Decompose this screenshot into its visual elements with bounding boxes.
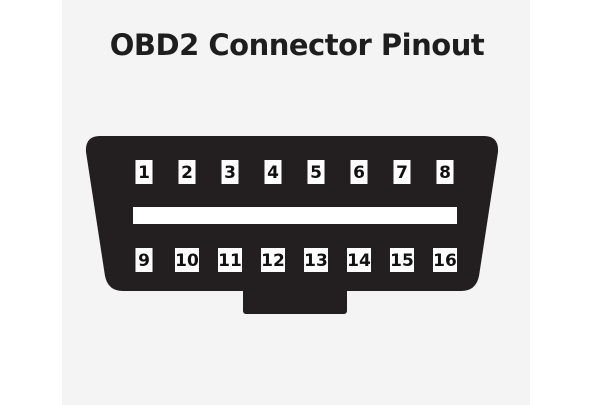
pin-number: 6 bbox=[353, 163, 365, 183]
pin-number: 14 bbox=[347, 251, 371, 271]
pin-number: 16 bbox=[433, 251, 457, 271]
pin-row-bottom: 9 10 11 12 13 14 15 16 bbox=[135, 248, 457, 272]
pin-number: 8 bbox=[439, 163, 451, 183]
pin-number: 5 bbox=[310, 163, 322, 183]
pin-15: 15 bbox=[390, 248, 414, 272]
pin-label-bg bbox=[436, 160, 454, 184]
pin-label-bg bbox=[347, 248, 371, 272]
pin-label-bg bbox=[135, 248, 153, 272]
pin-number: 10 bbox=[175, 251, 199, 271]
pin-row-top: 1 2 3 4 5 6 7 8 bbox=[135, 160, 454, 184]
pin-number: 4 bbox=[267, 163, 279, 183]
pin-label-bg bbox=[264, 160, 282, 184]
pin-1: 1 bbox=[135, 160, 153, 184]
pin-3: 3 bbox=[221, 160, 239, 184]
connector-tab bbox=[243, 286, 347, 314]
pin-label-bg bbox=[221, 160, 239, 184]
pin-label-bg bbox=[218, 248, 242, 272]
pin-label-bg bbox=[135, 160, 153, 184]
pin-label-bg bbox=[261, 248, 285, 272]
pin-10: 10 bbox=[175, 248, 199, 272]
pin-6: 6 bbox=[350, 160, 368, 184]
pin-label-bg bbox=[390, 248, 414, 272]
pin-number: 2 bbox=[181, 163, 193, 183]
pin-12: 12 bbox=[261, 248, 285, 272]
pin-8: 8 bbox=[436, 160, 454, 184]
pin-label-bg bbox=[178, 160, 196, 184]
pin-9: 9 bbox=[135, 248, 153, 272]
pin-4: 4 bbox=[264, 160, 282, 184]
pin-label-bg bbox=[175, 248, 199, 272]
pin-number: 9 bbox=[138, 251, 150, 271]
connector-slot bbox=[133, 207, 457, 224]
pin-5: 5 bbox=[307, 160, 325, 184]
pin-2: 2 bbox=[178, 160, 196, 184]
pin-number: 3 bbox=[224, 163, 236, 183]
pin-number: 7 bbox=[396, 163, 408, 183]
pin-16: 16 bbox=[433, 248, 457, 272]
pin-number: 13 bbox=[304, 251, 328, 271]
pin-label-bg bbox=[350, 160, 368, 184]
pin-14: 14 bbox=[347, 248, 371, 272]
pin-number: 12 bbox=[261, 251, 285, 271]
pin-number: 15 bbox=[390, 251, 414, 271]
pin-label-bg bbox=[433, 248, 457, 272]
pin-number: 1 bbox=[138, 163, 150, 183]
pin-13: 13 bbox=[304, 248, 328, 272]
pin-7: 7 bbox=[393, 160, 411, 184]
pin-number: 11 bbox=[218, 251, 242, 271]
pin-label-bg bbox=[304, 248, 328, 272]
pin-label-bg bbox=[307, 160, 325, 184]
pin-11: 11 bbox=[218, 248, 242, 272]
pin-label-bg bbox=[393, 160, 411, 184]
page-title: OBD2 Connector Pinout bbox=[109, 28, 485, 62]
